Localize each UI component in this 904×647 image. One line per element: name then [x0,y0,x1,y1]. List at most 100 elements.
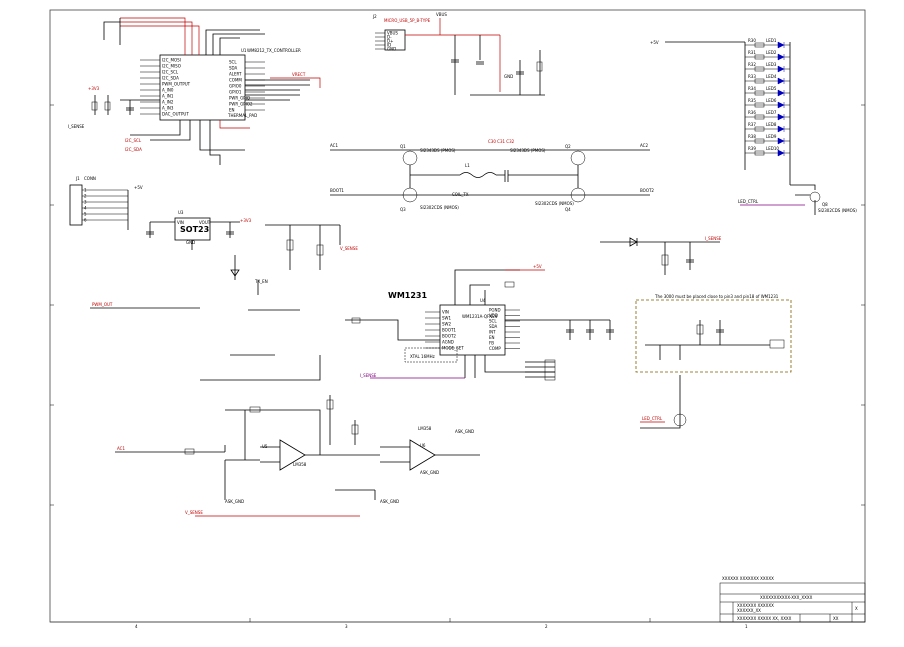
wm1231-left-pin-label-2: SW2 [442,321,451,326]
opamp1-ref: U5 [262,444,268,449]
led-label-2: LED3 [766,62,777,67]
mcu-right-pin-label-6: PWR_GPIO [229,95,250,100]
led-resistor-4 [754,90,765,96]
header-part: CONN [84,176,96,181]
led-resistor-3 [754,78,765,84]
net-v3v3-mcu: +3V3 [88,86,100,91]
opamp-block: U5 LM358 U6 LM358 ASK_GND ASK_GND ASK_GN… [115,395,480,517]
wm1231-right-pin-label-6: FB [489,340,494,345]
opamp-ask-gnd-4: ASK_GND [380,499,399,504]
opamp-ask-gnd-3: ASK_GND [225,499,244,504]
opamp2-ref: U6 [420,443,426,448]
header-pin-label-2: 3 [84,199,87,204]
coil-part: COIL_TX [452,192,469,197]
usb-pin-label-0: VBUS [387,30,398,35]
mcu-left-pin-label-2: I2C_SCL [162,69,179,74]
net-ac1-label: AC1 [330,143,338,148]
header-vcc: +5V [134,185,143,190]
net-vrect-label: VRECT [292,72,306,77]
mcu-left-pin-label-6: A_IN1 [162,93,174,98]
column-marker-1: 1 [745,624,748,629]
led-resistor-label-7: R37 [748,122,756,127]
led-driver-ref: Q8 [822,202,828,207]
dashed-note-block: The 3000 must be placed close to pin3 an… [635,294,792,429]
led-resistor-9 [754,150,765,156]
net-ac-demod-in: AC1 [117,446,125,451]
led-resistor-label-4: R34 [748,86,756,91]
led-resistor-8 [754,138,765,144]
led-label-9: LED10 [766,146,779,151]
net-vbus-usb: VBUS [436,12,447,17]
usb-pin-label-3: ID [387,42,391,47]
led-resistor-label-2: R32 [748,62,756,67]
title-company: XXXXXXX XXXXXX [737,603,774,608]
led-resistor-6 [754,114,765,120]
net-i2c-sda-label: I2C_SDA [125,147,142,152]
led-resistor-0 [754,42,765,48]
mcu-right-pin-label-1: SDA [229,65,238,70]
header-pin-label-1: 2 [84,193,87,198]
wm1231-left-pin-label-3: BOOT1 [442,327,456,332]
net-boot1-label: BOOT1 [330,188,344,193]
mcu-left-pin-label-4: PWM_OUTPUT [162,81,191,86]
dashed-note-frame [635,299,792,373]
q1-part: SI2343DS (PMOS) [420,148,456,153]
mcu-ref: U1 [241,48,247,53]
title-sheet-ref: XXXXXXXXXXX-XXX_XXXX [760,595,813,600]
mcu-left-pin-label-5: A_IN0 [162,87,174,92]
h-bridge-block: Q1 SI2343DS (PMOS) Q2 SI2343DS (PMOS) Q3… [330,139,654,212]
wm1231-part: WM1231A-QFN24 [462,314,498,319]
opamp-ask-gnd-1: ASK_GND [455,429,474,434]
wm1231-left-pin-label-0: VIN [442,309,449,314]
header-pin-label-4: 5 [84,211,87,216]
led-label-0: LED1 [766,38,777,43]
led-resistor-5 [754,102,765,108]
coil-ref: L1 [465,163,470,168]
mcu-left-pin-label-1: I2C_MISO [162,63,181,68]
opamp-ask-gnd-2: ASK_GND [420,470,439,475]
mcu-left-pin-label-0: I2C_MOSI [162,57,181,62]
opamp1-part: LM358 [293,462,307,467]
ldo-part: SOT23 [180,225,209,234]
q3-ref: Q3 [400,207,406,212]
net-gnd-usb: GND [504,74,513,79]
led-symbol-0 [777,41,785,49]
led-resistor-1 [754,54,765,60]
ldo-block: SOT23 VIN VOUT GND U3 +3V3 [146,210,252,280]
usb-ref: J2 [372,14,377,19]
q4-ref: Q4 [565,207,571,212]
wm1231-right-pin-label-2: SCL [489,318,497,323]
led-symbol-8 [777,137,785,145]
title-note: XXXXXX XXXXXXX XXXXX [722,576,774,581]
mcu-ic-body [159,54,246,121]
q2-ref: Q2 [565,144,571,149]
net-vcc-wm: +5V [533,264,542,269]
wm1231-crystal: XTAL 16MHz [410,354,435,359]
net-v3v3-ldo: +3V3 [240,218,252,223]
title-page: XX [833,616,839,621]
led-resistor-label-6: R36 [748,110,756,115]
led-driver-part: SI2302CDS (NMOS) [818,208,857,213]
mcu-left-pin-label-8: A_IN3 [162,105,174,110]
net-pwm-out: PWM_OUT [92,302,113,307]
led-label-1: LED2 [766,50,777,55]
led-resistor-label-8: R38 [748,134,756,139]
q4-part: SI2302CDS (NMOS) [535,201,574,206]
wm1231-left-pin-label-5: AGND [442,339,454,344]
opamp1-symbol [279,439,306,471]
ldo-body [174,217,211,241]
ldo-ref: U3 [178,210,184,215]
led-resistor-label-1: R31 [748,50,756,55]
led-label-4: LED5 [766,86,777,91]
net-v-sense: V_SENSE [340,246,358,251]
net-comm-out: V_SENSE [185,510,203,515]
led-resistor-7 [754,126,765,132]
led-resistor-2 [754,66,765,72]
title-rev: X [855,606,858,611]
